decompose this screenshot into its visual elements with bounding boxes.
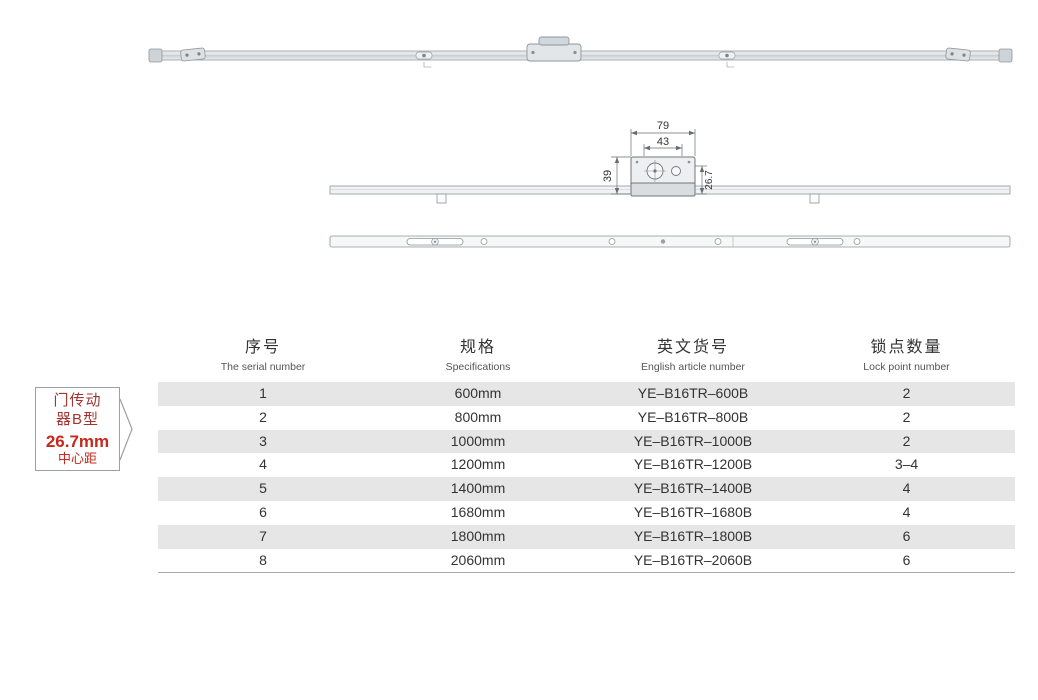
cell-serial: 5 bbox=[259, 480, 267, 497]
cell-spec: 600mm bbox=[454, 385, 502, 401]
dim-label-outer-width: 79 bbox=[657, 120, 669, 132]
cell-spec: 1800mm bbox=[450, 527, 506, 544]
cell-lockpoints: 6 bbox=[902, 527, 911, 544]
face-plate-view bbox=[329, 235, 1011, 248]
end-cap-right bbox=[998, 48, 1013, 63]
cell-spec: 2060mm bbox=[450, 551, 506, 568]
cell-lockpoints: 2 bbox=[902, 408, 911, 425]
lock-point bbox=[415, 51, 433, 68]
dimension-left-height bbox=[611, 156, 631, 195]
gearbox-detail bbox=[630, 156, 696, 197]
corner-drive-right bbox=[945, 47, 971, 62]
table-body: 1 600mm YE–B16TR–600B 2 2 800mm YE–B16TR… bbox=[158, 382, 1015, 574]
column-title-zh: 英文货号 bbox=[656, 339, 729, 356]
cell-lockpoints: 2 bbox=[902, 385, 911, 401]
label-pointer-chevron bbox=[119, 398, 133, 461]
cell-serial: 8 bbox=[259, 551, 267, 568]
cell-spec: 1000mm bbox=[450, 432, 506, 449]
dimension-inner-width bbox=[643, 144, 683, 156]
cell-lockpoints: 6 bbox=[902, 551, 911, 568]
product-name-line2: 器B型 bbox=[55, 411, 99, 428]
product-name-line1: 门传动 bbox=[53, 392, 102, 409]
gearbox-housing bbox=[526, 36, 582, 62]
center-distance-value: 26.7mm bbox=[45, 432, 110, 451]
table-row: 8 2060mm YE–B16TR–2060B 6 bbox=[158, 549, 1015, 573]
table-row: 6 1680mm YE–B16TR–1680B 4 bbox=[158, 501, 1015, 525]
column-title-zh: 锁点数量 bbox=[870, 339, 943, 356]
cell-lockpoints: 4 bbox=[902, 503, 911, 520]
cell-lockpoints: 3–4 bbox=[894, 456, 919, 473]
product-label-box: 门传动 器B型 26.7mm 中心距 bbox=[35, 387, 120, 471]
cell-article: YE–B16TR–1400B bbox=[633, 480, 753, 497]
dim-label-inner-width: 43 bbox=[657, 136, 669, 148]
cell-serial: 4 bbox=[259, 456, 267, 473]
assembly-drawing bbox=[148, 36, 1013, 68]
cell-serial: 2 bbox=[259, 408, 267, 425]
cell-article: YE–B16TR–1680B bbox=[633, 503, 753, 520]
cell-serial: 3 bbox=[259, 432, 267, 449]
technical-drawing: 79 43 39 bbox=[148, 36, 1013, 248]
cell-article: YE–B16TR–1000B bbox=[633, 432, 753, 449]
end-cap-left bbox=[148, 48, 163, 63]
cell-serial: 1 bbox=[259, 385, 267, 401]
table-header-row: 序号 The serial number 规格 Specifications 英… bbox=[158, 338, 1015, 373]
table-row: 3 1000mm YE–B16TR–1000B 2 bbox=[158, 429, 1015, 454]
table-row: 7 1800mm YE–B16TR–1800B 6 bbox=[158, 524, 1015, 549]
cell-article: YE–B16TR–2060B bbox=[633, 551, 753, 568]
column-title-en: The serial number bbox=[220, 361, 306, 373]
corner-drive-left bbox=[180, 47, 206, 62]
mount-tab bbox=[809, 193, 820, 204]
cell-spec: 800mm bbox=[454, 408, 502, 425]
spec-table: 序号 The serial number 规格 Specifications 英… bbox=[158, 338, 1015, 574]
cell-serial: 7 bbox=[259, 527, 267, 544]
column-title-zh: 序号 bbox=[244, 339, 281, 356]
cell-spec: 1400mm bbox=[450, 480, 506, 497]
detail-drawing: 79 43 39 bbox=[329, 120, 1011, 248]
lock-point bbox=[718, 51, 736, 68]
cell-article: YE–B16TR–600B bbox=[637, 385, 749, 401]
cell-serial: 6 bbox=[259, 503, 267, 520]
column-title-en: Specifications bbox=[445, 361, 511, 373]
dim-label-right-height: 26.7 bbox=[704, 170, 715, 190]
cell-spec: 1680mm bbox=[450, 503, 506, 520]
cell-article: YE–B16TR–1800B bbox=[633, 527, 753, 544]
dimension-right-height bbox=[695, 165, 707, 195]
table-row: 1 600mm YE–B16TR–600B 2 bbox=[158, 382, 1015, 406]
mount-tab bbox=[436, 193, 447, 204]
table-row: 4 1200mm YE–B16TR–1200B 3–4 bbox=[158, 453, 1015, 477]
cell-article: YE–B16TR–800B bbox=[637, 408, 749, 425]
cell-article: YE–B16TR–1200B bbox=[633, 456, 753, 473]
column-title-en: English article number bbox=[641, 361, 745, 373]
column-title-zh: 规格 bbox=[459, 339, 496, 356]
table-row: 2 800mm YE–B16TR–800B 2 bbox=[158, 406, 1015, 430]
center-distance-label: 中心距 bbox=[57, 451, 97, 466]
column-header-spec: 规格 Specifications bbox=[368, 338, 588, 373]
column-header-article: 英文货号 English article number bbox=[588, 338, 798, 373]
column-header-lockpoints: 锁点数量 Lock point number bbox=[798, 338, 1015, 373]
column-header-serial: 序号 The serial number bbox=[158, 338, 368, 373]
dim-label-left-height: 39 bbox=[602, 170, 614, 182]
column-title-en: Lock point number bbox=[863, 361, 950, 373]
table-row: 5 1400mm YE–B16TR–1400B 4 bbox=[158, 477, 1015, 501]
cell-lockpoints: 2 bbox=[902, 432, 911, 449]
cell-lockpoints: 4 bbox=[902, 480, 911, 497]
cell-spec: 1200mm bbox=[450, 456, 506, 473]
dimension-outer-width bbox=[630, 129, 696, 156]
